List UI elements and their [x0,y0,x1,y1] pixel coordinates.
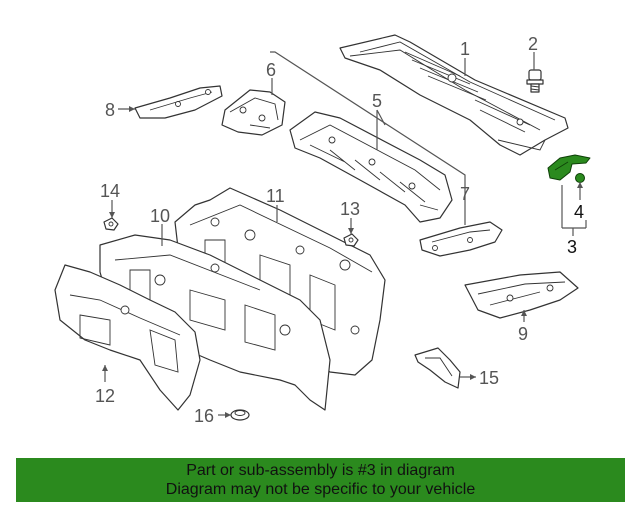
callout-6: 6 [266,60,276,80]
callout-15: 15 [479,368,499,388]
callout-14: 14 [100,181,120,201]
parts-diagram: 1 2 3 4 5 6 7 8 9 10 11 12 13 14 15 16 [54,34,591,426]
callout-1: 1 [460,39,470,59]
callout-10: 10 [150,206,170,226]
callout-4: 4 [574,202,584,222]
callout-12: 12 [95,386,115,406]
part-6-bracket[interactable] [221,89,286,136]
callout-13: 13 [340,199,360,219]
part-9-panel[interactable] [464,271,579,319]
part-1-cowl-panel[interactable] [339,34,569,156]
callout-11: 11 [266,186,285,206]
part-5-cowl-inner[interactable] [289,111,453,223]
part-8-bracket[interactable] [134,85,223,119]
callout-16: 16 [194,406,214,426]
info-banner: Part or sub-assembly is #3 in diagram Di… [16,458,625,502]
leader-lines [104,51,587,416]
banner-line-1: Part or sub-assembly is #3 in diagram [186,462,455,479]
callout-9: 9 [518,324,528,344]
arrowheads [102,106,583,418]
callout-5: 5 [372,91,382,111]
part-14-clip[interactable] [103,217,119,231]
part-13-clip[interactable] [343,233,359,247]
part-12-insulator[interactable] [54,264,201,411]
part-7-bracket[interactable] [419,221,503,257]
part-15-bracket[interactable] [414,347,461,389]
part-3-highlighted[interactable] [547,154,591,183]
callout-3: 3 [567,237,577,257]
callout-labels: 1 2 3 4 5 6 7 8 9 10 11 12 13 14 15 16 [95,34,584,426]
callout-7: 7 [460,184,470,204]
banner-line-2: Diagram may not be specific to your vehi… [165,481,476,498]
callout-8: 8 [105,100,115,120]
part-16-grommet[interactable] [230,409,250,421]
callout-2: 2 [528,34,538,54]
part-2-bolt[interactable] [526,69,544,93]
